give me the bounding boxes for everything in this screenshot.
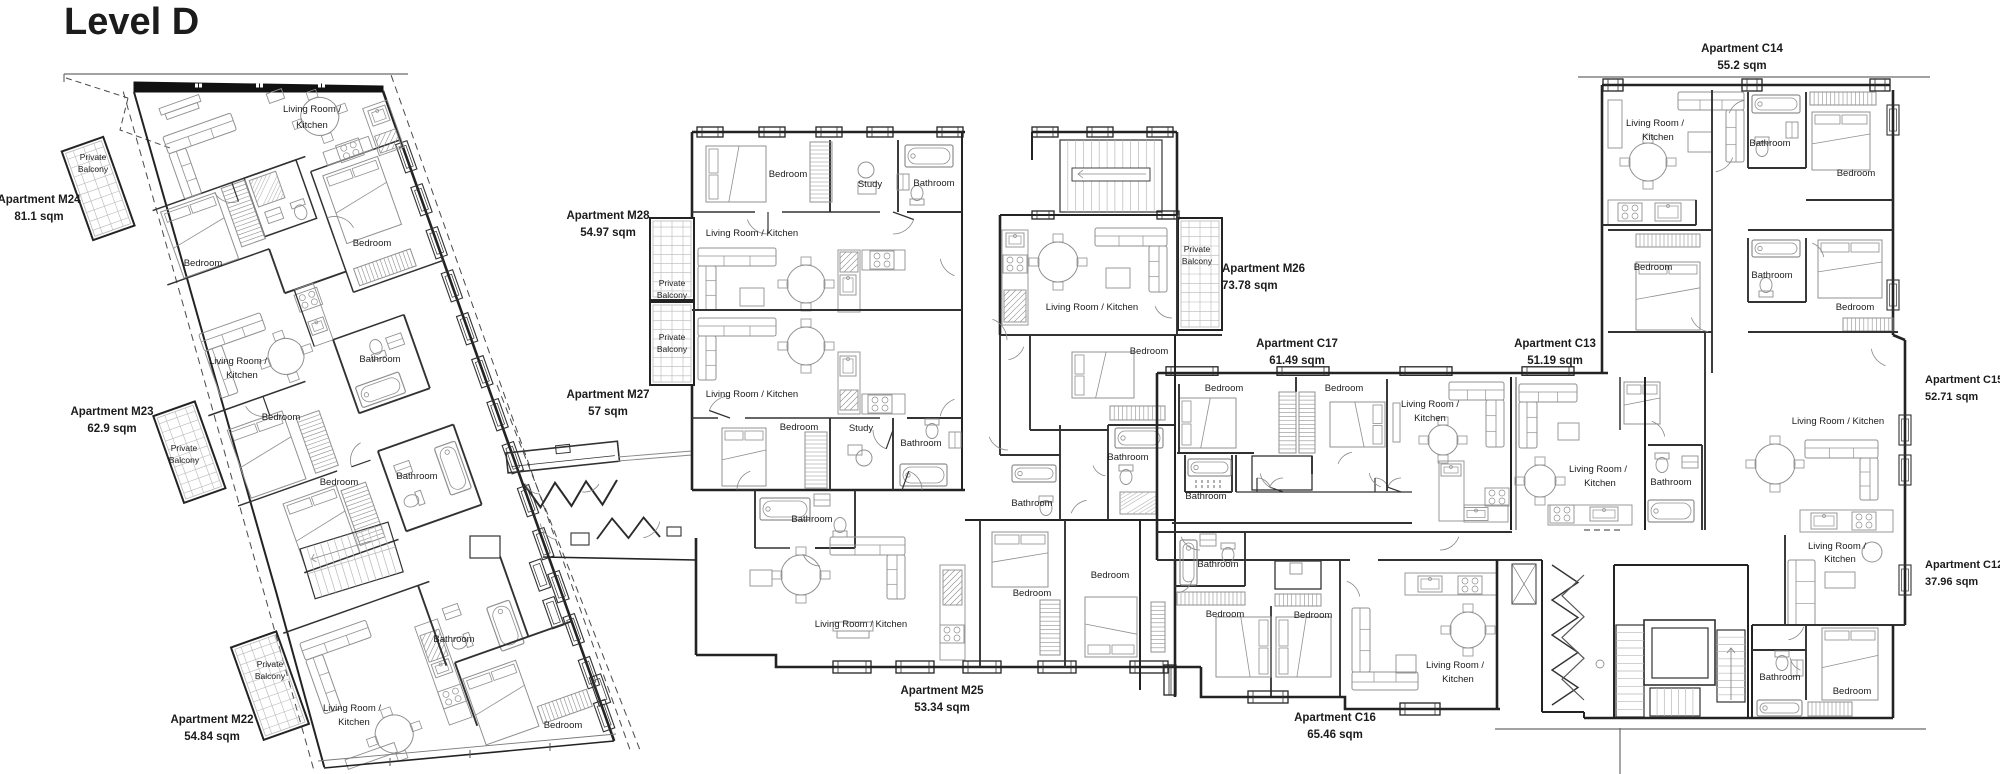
svg-text:Private: Private xyxy=(80,152,107,162)
svg-text:Study: Study xyxy=(858,179,883,190)
svg-text:Kitchen: Kitchen xyxy=(1442,674,1474,685)
svg-text:Living Room / Kitchen: Living Room / Kitchen xyxy=(706,389,798,400)
svg-text:Kitchen: Kitchen xyxy=(296,120,328,131)
svg-text:Bedroom: Bedroom xyxy=(1837,168,1876,179)
svg-text:Living Room / Kitchen: Living Room / Kitchen xyxy=(706,228,798,239)
svg-text:Bedroom: Bedroom xyxy=(544,720,583,731)
svg-text:Apartment C16: Apartment C16 xyxy=(1294,712,1376,724)
svg-text:57 sqm: 57 sqm xyxy=(588,406,628,418)
svg-text:Level D: Level D xyxy=(64,1,199,43)
svg-text:54.84 sqm: 54.84 sqm xyxy=(184,731,240,743)
svg-text:Bedroom: Bedroom xyxy=(1206,609,1245,620)
svg-text:Balcony: Balcony xyxy=(169,455,200,465)
svg-text:Living Room /: Living Room / xyxy=(1569,464,1627,475)
svg-text:Bedroom: Bedroom xyxy=(1634,262,1673,273)
svg-text:Kitchen: Kitchen xyxy=(338,717,370,728)
svg-text:Kitchen: Kitchen xyxy=(1584,478,1616,489)
svg-text:Private: Private xyxy=(659,332,686,342)
svg-text:Living Room / Kitchen: Living Room / Kitchen xyxy=(815,619,907,630)
svg-text:Bathroom: Bathroom xyxy=(433,634,474,645)
svg-text:Bedroom: Bedroom xyxy=(262,412,301,423)
svg-text:Bathroom: Bathroom xyxy=(1749,138,1790,149)
svg-text:Bedroom: Bedroom xyxy=(769,169,808,180)
svg-text:Bedroom: Bedroom xyxy=(1130,346,1169,357)
svg-text:Private: Private xyxy=(1184,244,1211,254)
svg-text:Private: Private xyxy=(659,278,686,288)
svg-text:Bathroom: Bathroom xyxy=(913,178,954,189)
svg-text:Living Room / Kitchen: Living Room / Kitchen xyxy=(1792,416,1884,427)
svg-text:Bedroom: Bedroom xyxy=(353,238,392,249)
svg-text:Bedroom: Bedroom xyxy=(184,258,223,269)
svg-text:Living Room / Kitchen: Living Room / Kitchen xyxy=(1046,302,1138,313)
svg-text:51.19 sqm: 51.19 sqm xyxy=(1527,355,1583,367)
svg-text:Living Room /: Living Room / xyxy=(283,104,341,115)
svg-text:Bedroom: Bedroom xyxy=(1013,588,1052,599)
svg-text:Bedroom: Bedroom xyxy=(1205,383,1244,394)
svg-text:55.2 sqm: 55.2 sqm xyxy=(1717,60,1766,72)
svg-text:Balcony: Balcony xyxy=(657,290,688,300)
svg-text:Apartment M23: Apartment M23 xyxy=(70,406,153,418)
svg-text:Living Room /: Living Room / xyxy=(1426,660,1484,671)
svg-text:37.96 sqm: 37.96 sqm xyxy=(1925,576,1978,588)
svg-text:Bedroom: Bedroom xyxy=(1836,302,1875,313)
svg-text:Bathroom: Bathroom xyxy=(1751,270,1792,281)
svg-text:Bathroom: Bathroom xyxy=(1011,498,1052,509)
svg-text:Bedroom: Bedroom xyxy=(320,477,359,488)
svg-text:54.97 sqm: 54.97 sqm xyxy=(580,227,636,239)
svg-text:65.46 sqm: 65.46 sqm xyxy=(1307,729,1363,741)
svg-text:Bedroom: Bedroom xyxy=(1091,570,1130,581)
svg-text:Apartment C14: Apartment C14 xyxy=(1701,43,1783,55)
svg-text:73.78 sqm: 73.78 sqm xyxy=(1222,280,1278,292)
svg-text:Kitchen: Kitchen xyxy=(1824,554,1856,565)
svg-text:Apartment M27: Apartment M27 xyxy=(566,389,649,401)
svg-text:Bathroom: Bathroom xyxy=(900,438,941,449)
svg-text:Living Room /: Living Room / xyxy=(1626,118,1684,129)
svg-text:53.34 sqm: 53.34 sqm xyxy=(914,702,970,714)
svg-text:Apartment C17: Apartment C17 xyxy=(1256,338,1338,350)
svg-text:Bedroom: Bedroom xyxy=(1294,610,1333,621)
svg-text:Apartment M22: Apartment M22 xyxy=(170,714,253,726)
svg-text:Living Room /: Living Room / xyxy=(1808,541,1866,552)
svg-text:Kitchen: Kitchen xyxy=(226,370,258,381)
svg-text:Bathroom: Bathroom xyxy=(1197,559,1238,570)
svg-text:Apartment C12: Apartment C12 xyxy=(1925,559,2000,571)
svg-text:Kitchen: Kitchen xyxy=(1414,413,1446,424)
svg-text:Bathroom: Bathroom xyxy=(791,514,832,525)
svg-text:Study: Study xyxy=(849,423,874,434)
svg-text:Apartment C13: Apartment C13 xyxy=(1514,338,1596,350)
svg-text:Living Room /: Living Room / xyxy=(1401,399,1459,410)
svg-text:Bathroom: Bathroom xyxy=(1759,672,1800,683)
svg-text:Balcony: Balcony xyxy=(1182,256,1213,266)
svg-text:Living Room /: Living Room / xyxy=(323,703,381,714)
svg-text:Apartment C15: Apartment C15 xyxy=(1925,374,2000,386)
svg-text:Bathroom: Bathroom xyxy=(396,471,437,482)
svg-text:Bathroom: Bathroom xyxy=(1185,491,1226,502)
svg-text:Kitchen: Kitchen xyxy=(1642,132,1674,143)
svg-text:Balcony: Balcony xyxy=(255,671,286,681)
svg-text:61.49 sqm: 61.49 sqm xyxy=(1269,355,1325,367)
svg-text:Apartment M25: Apartment M25 xyxy=(900,685,984,697)
svg-text:Bathroom: Bathroom xyxy=(359,354,400,365)
svg-text:Bedroom: Bedroom xyxy=(780,422,819,433)
svg-text:Private: Private xyxy=(257,659,284,669)
svg-text:Bedroom: Bedroom xyxy=(1325,383,1364,394)
svg-text:Bathroom: Bathroom xyxy=(1107,452,1148,463)
svg-text:Apartment M26: Apartment M26 xyxy=(1222,263,1305,275)
svg-text:Apartment M28: Apartment M28 xyxy=(566,210,650,222)
svg-text:52.71 sqm: 52.71 sqm xyxy=(1925,391,1978,403)
svg-text:Private: Private xyxy=(171,443,198,453)
svg-text:Bathroom: Bathroom xyxy=(1650,477,1691,488)
svg-text:Balcony: Balcony xyxy=(657,344,688,354)
svg-text:Living Room /: Living Room / xyxy=(209,356,267,367)
svg-text:Balcony: Balcony xyxy=(78,164,109,174)
svg-text:Bedroom: Bedroom xyxy=(1833,686,1872,697)
svg-text:Apartment M24: Apartment M24 xyxy=(0,194,81,206)
svg-text:81.1 sqm: 81.1 sqm xyxy=(14,211,63,223)
svg-text:62.9 sqm: 62.9 sqm xyxy=(87,423,136,435)
